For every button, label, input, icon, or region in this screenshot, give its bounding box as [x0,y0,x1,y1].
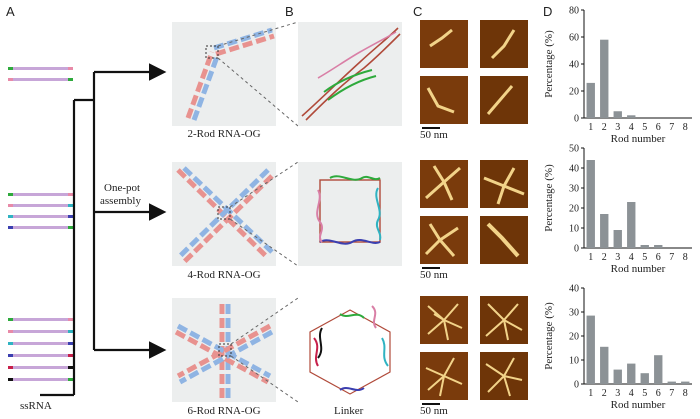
afm-row-2 [420,160,528,264]
caption-6rod: 6-Rod RNA-OG [187,405,261,417]
bar [613,111,622,118]
caption-2rod: 2-Rod RNA-OG [187,128,261,140]
schematic-figure [8,21,402,403]
x-tick-label: 5 [642,122,647,133]
linker-detail-1 [298,22,402,126]
x-tick-label: 4 [629,388,634,399]
scale-label-2: 50 nm [420,269,448,281]
y-tick-label: 60 [569,33,579,44]
ssrna-group-2 [8,193,73,229]
y-tick-label: 80 [569,6,579,17]
y-tick-label: 30 [569,184,579,195]
scale-label-1: 50 nm [420,129,448,141]
x-tick-label: 8 [683,388,688,399]
y-axis-label: Percentage (%) [543,30,555,98]
x-tick-label: 8 [683,122,688,133]
linker-detail-2 [298,162,402,266]
bar [586,315,595,384]
origami-6rod [172,298,276,402]
bar [627,363,636,384]
bar [654,245,663,248]
y-axis-label: Percentage (%) [543,164,555,232]
ssrna-group-1 [8,67,73,81]
x-axis-label: Rod number [611,263,666,275]
bar [586,160,595,248]
bar [654,355,663,384]
x-tick-label: 7 [669,252,674,263]
bar [627,115,636,118]
y-tick-label: 30 [569,308,579,319]
bar [613,230,622,248]
x-tick-label: 7 [669,388,674,399]
onepot-label-line1: One-pot [104,182,141,194]
bar [600,214,609,248]
x-tick-label: 3 [615,252,620,263]
y-tick-label: 0 [574,114,579,125]
y-tick-label: 0 [574,380,579,391]
x-tick-label: 3 [615,388,620,399]
bar [640,373,649,384]
scale-label-3: 50 nm [420,405,448,417]
x-tick-label: 8 [683,252,688,263]
bar [600,346,609,384]
afm-images [420,20,528,405]
linker-label: Linker [334,405,364,417]
y-axis-label: Percentage (%) [543,302,555,370]
panel-label-a: A [6,4,15,19]
x-tick-label: 6 [656,252,661,263]
zoom-lines [217,21,299,403]
panel-label-d: D [543,4,553,19]
bar [667,381,676,384]
bar [613,369,622,384]
linker-detail-3 [298,298,402,402]
x-tick-label: 3 [615,122,620,133]
afm-row-3 [420,296,528,400]
bar [627,202,636,248]
caption-4rod: 4-Rod RNA-OG [187,269,261,281]
assembly-arrows [40,63,167,397]
origami-2rod [172,22,276,126]
panel-label-c: C [413,4,423,19]
bar [640,245,649,248]
x-tick-label: 1 [588,252,593,263]
ssrna-label: ssRNA [20,400,52,412]
x-tick-label: 4 [629,122,634,133]
afm-row-1 [420,20,528,124]
y-tick-label: 40 [569,284,579,295]
x-axis-label: Rod number [611,133,666,145]
x-tick-label: 4 [629,252,634,263]
y-tick-label: 10 [569,224,579,235]
x-tick-label: 2 [602,122,607,133]
bar [600,39,609,119]
y-tick-label: 40 [569,164,579,175]
scale-bars [422,127,440,405]
x-axis-label: Rod number [611,399,666,411]
y-tick-label: 50 [569,144,579,155]
y-tick-label: 20 [569,204,579,215]
bar [586,82,595,118]
y-tick-label: 20 [569,87,579,98]
onepot-label-line2: assembly [100,195,141,207]
y-tick-label: 10 [569,356,579,367]
y-tick-label: 40 [569,60,579,71]
bar [681,381,690,384]
origami-4rod [172,162,276,266]
x-tick-label: 2 [602,388,607,399]
panel-label-b: B [285,4,294,19]
x-tick-label: 7 [669,122,674,133]
x-tick-label: 1 [588,122,593,133]
y-tick-label: 0 [574,244,579,255]
y-tick-label: 20 [569,332,579,343]
x-tick-label: 6 [656,122,661,133]
x-tick-label: 5 [642,388,647,399]
ssrna-group-3 [8,318,73,381]
x-tick-label: 5 [642,252,647,263]
x-tick-label: 1 [588,388,593,399]
x-tick-label: 6 [656,388,661,399]
x-tick-label: 2 [602,252,607,263]
